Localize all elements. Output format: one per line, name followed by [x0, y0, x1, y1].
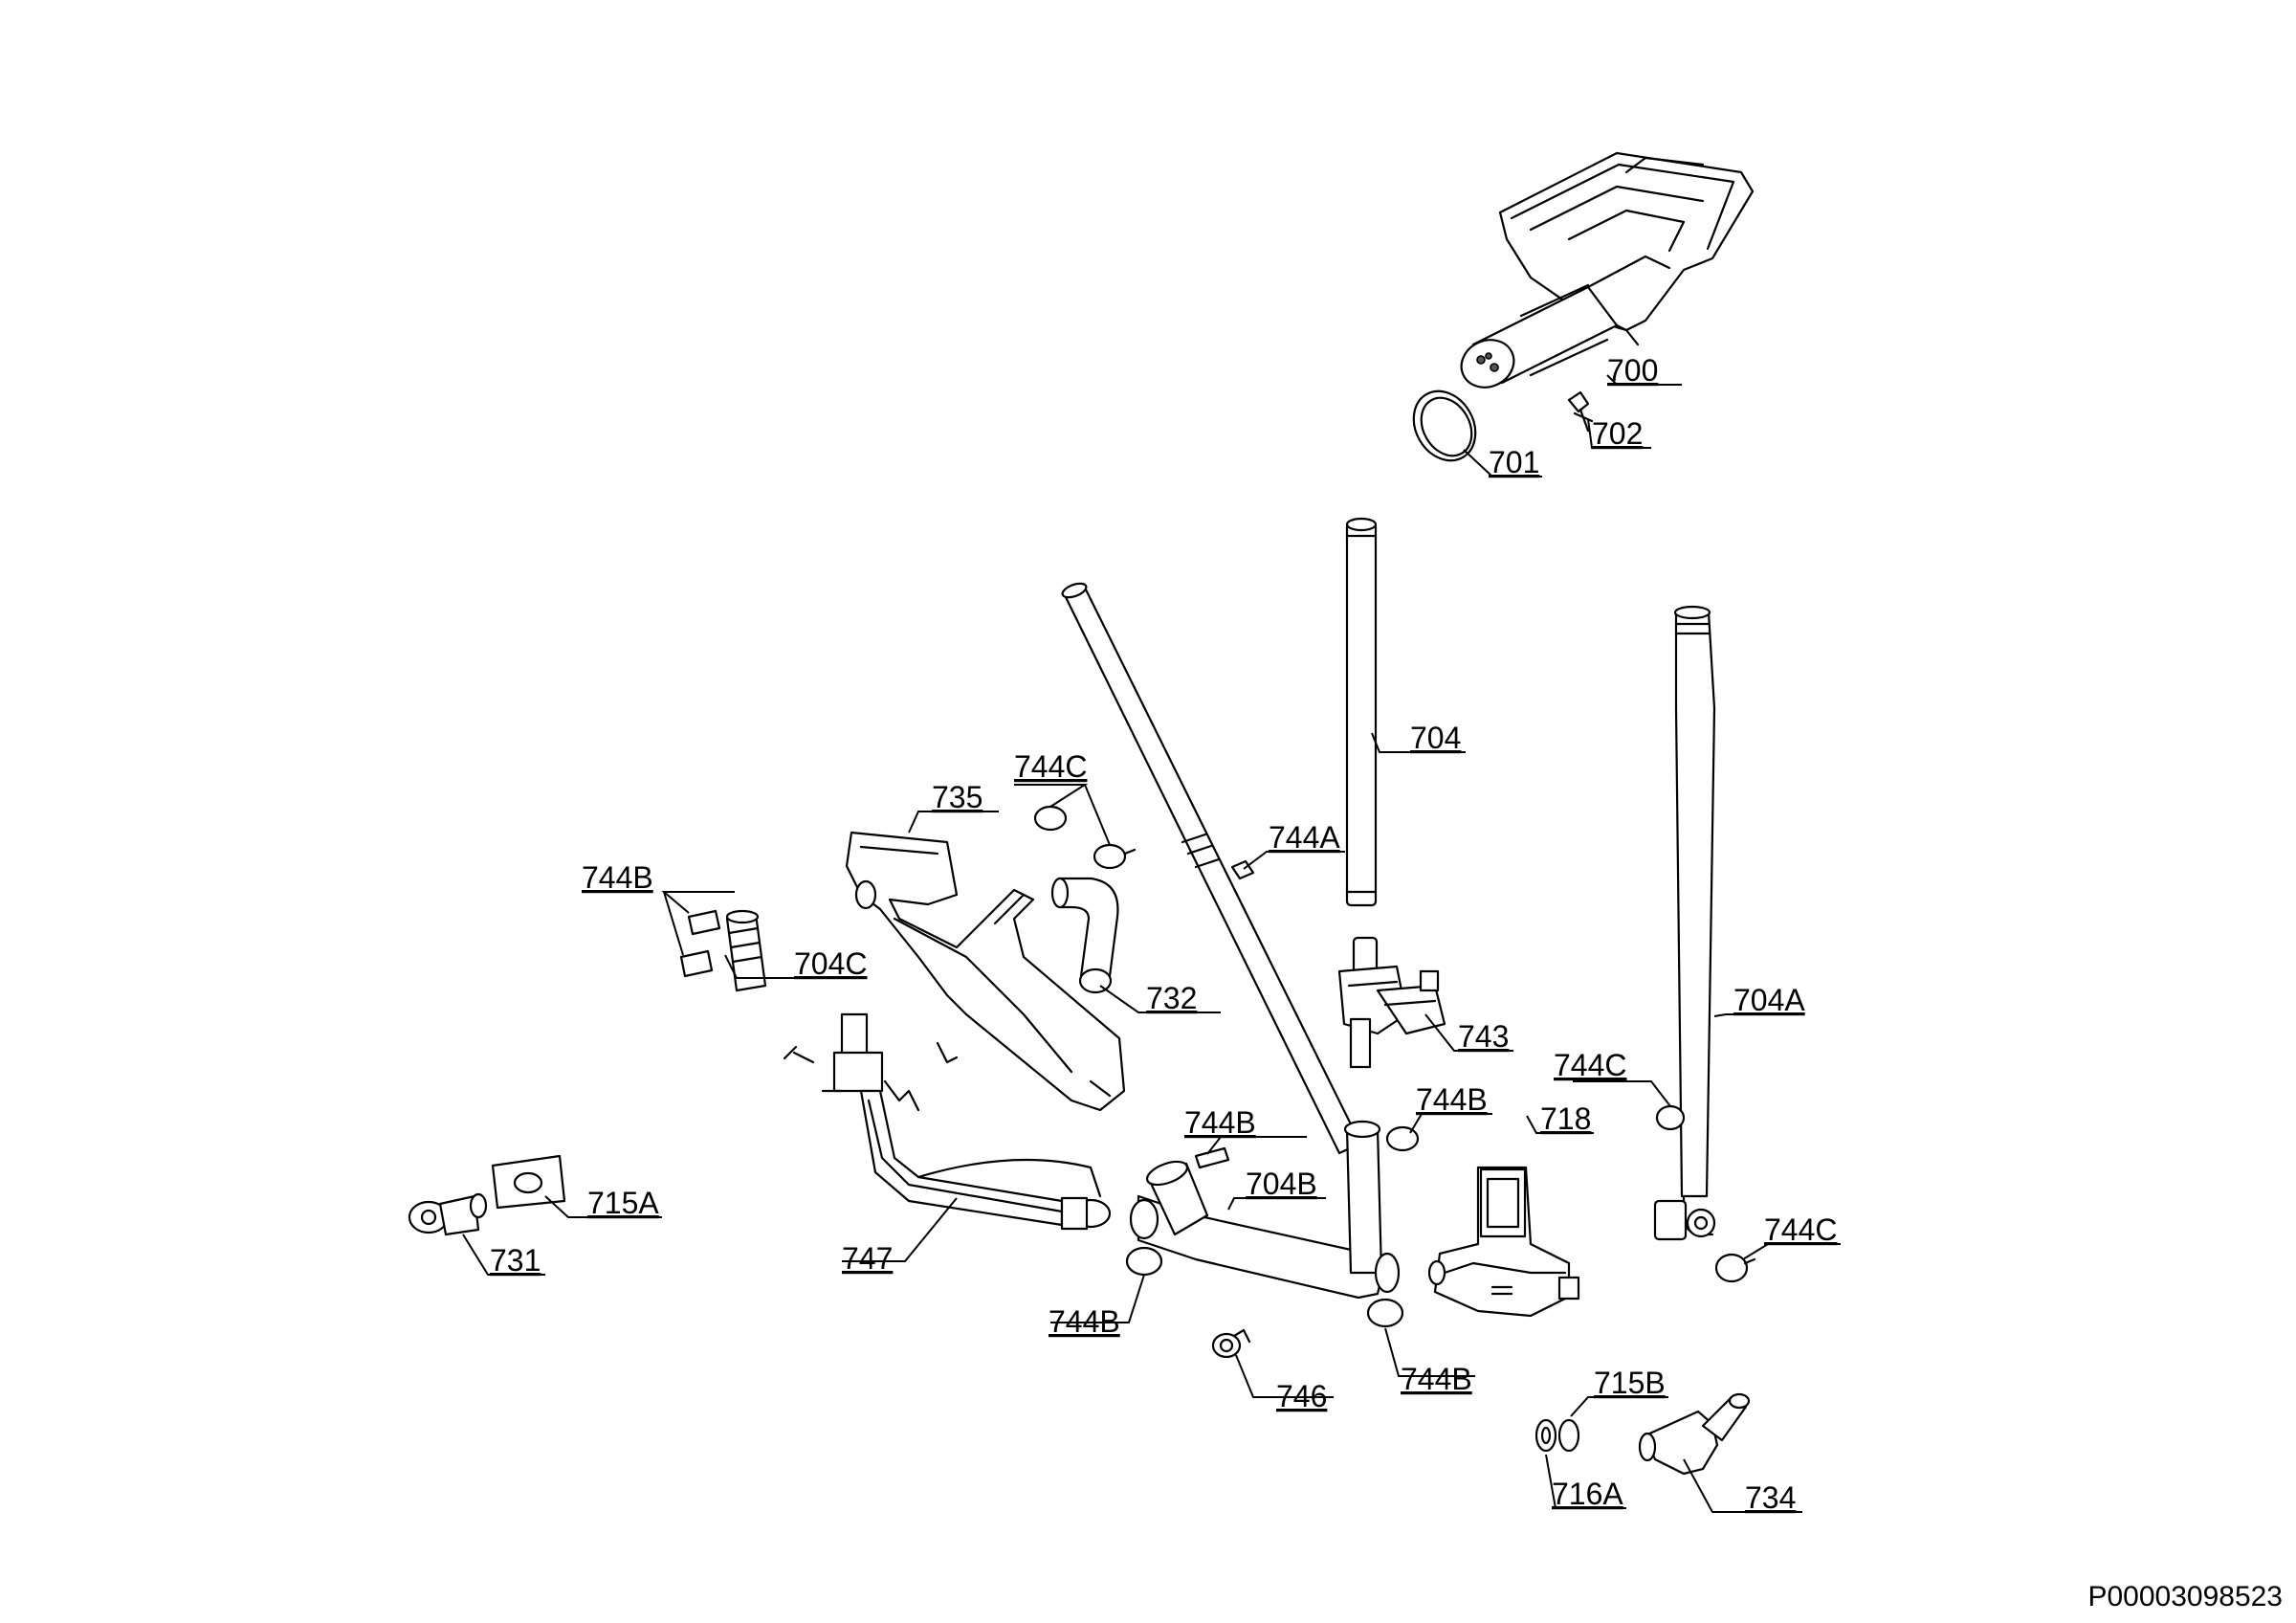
label-704c: 704C — [794, 946, 868, 981]
part-744b-clamp-mid — [1385, 1125, 1420, 1152]
part-744c-clamps-top — [1033, 805, 1137, 870]
label-702: 702 — [1592, 416, 1643, 451]
label-715a: 715A — [587, 1186, 659, 1220]
label-700: 700 — [1607, 353, 1658, 388]
part-704a-hose — [1653, 605, 1716, 1241]
leader-lines — [462, 374, 1841, 1513]
part-744b-clamps-left — [679, 909, 721, 978]
callout-labels: 700 701 702 704 704A 704B 704C 715A 715B… — [490, 353, 1838, 1515]
part-715b-716a-washers — [1534, 1418, 1580, 1453]
label-704a: 704A — [1733, 983, 1805, 1017]
label-744b-2: 744B — [1184, 1105, 1256, 1140]
label-715b: 715B — [1594, 1366, 1666, 1400]
part-746-clip — [1211, 1328, 1251, 1359]
part-735-duct — [845, 831, 1126, 1112]
label-744b-4: 744B — [1049, 1304, 1120, 1339]
label-744c-1: 744C — [1014, 749, 1088, 784]
label-718: 718 — [1540, 1101, 1591, 1136]
part-732-hose-bend — [1050, 877, 1119, 994]
part-744b-sleeve — [1194, 1146, 1230, 1169]
part-704c-coupling — [725, 909, 767, 992]
part-747-pipe-assembly — [783, 1012, 1112, 1231]
label-744b-3: 744B — [1416, 1082, 1488, 1117]
document-id: P00003098523 — [2087, 1581, 2283, 1612]
label-732: 732 — [1146, 981, 1197, 1015]
label-704b: 704B — [1246, 1167, 1317, 1201]
label-734: 734 — [1745, 1480, 1796, 1515]
part-734-elbow — [1638, 1392, 1751, 1476]
label-744b-5: 744B — [1401, 1362, 1472, 1396]
label-731: 731 — [490, 1243, 541, 1278]
part-704-hose — [1345, 517, 1378, 907]
part-701-gasket — [1412, 389, 1477, 462]
label-744a: 744A — [1269, 820, 1340, 855]
label-747: 747 — [842, 1241, 893, 1276]
part-715a-gasket — [491, 1154, 566, 1210]
part-731-connector — [408, 1192, 488, 1236]
label-743: 743 — [1458, 1019, 1509, 1054]
label-744c-3: 744C — [1764, 1212, 1838, 1247]
label-716a: 716A — [1552, 1477, 1623, 1511]
label-735: 735 — [932, 780, 982, 814]
part-718-sensor — [1427, 1166, 1580, 1318]
part-700-dispenser-assembly — [1460, 151, 1755, 389]
label-746: 746 — [1276, 1379, 1327, 1413]
label-744c-2: 744C — [1554, 1048, 1627, 1082]
label-701: 701 — [1489, 445, 1539, 479]
label-744b-1: 744B — [582, 860, 653, 895]
label-704: 704 — [1410, 721, 1461, 755]
part-743-inlet-valve — [1337, 936, 1446, 1069]
part-704b-hose-assembly — [1061, 582, 1401, 1300]
